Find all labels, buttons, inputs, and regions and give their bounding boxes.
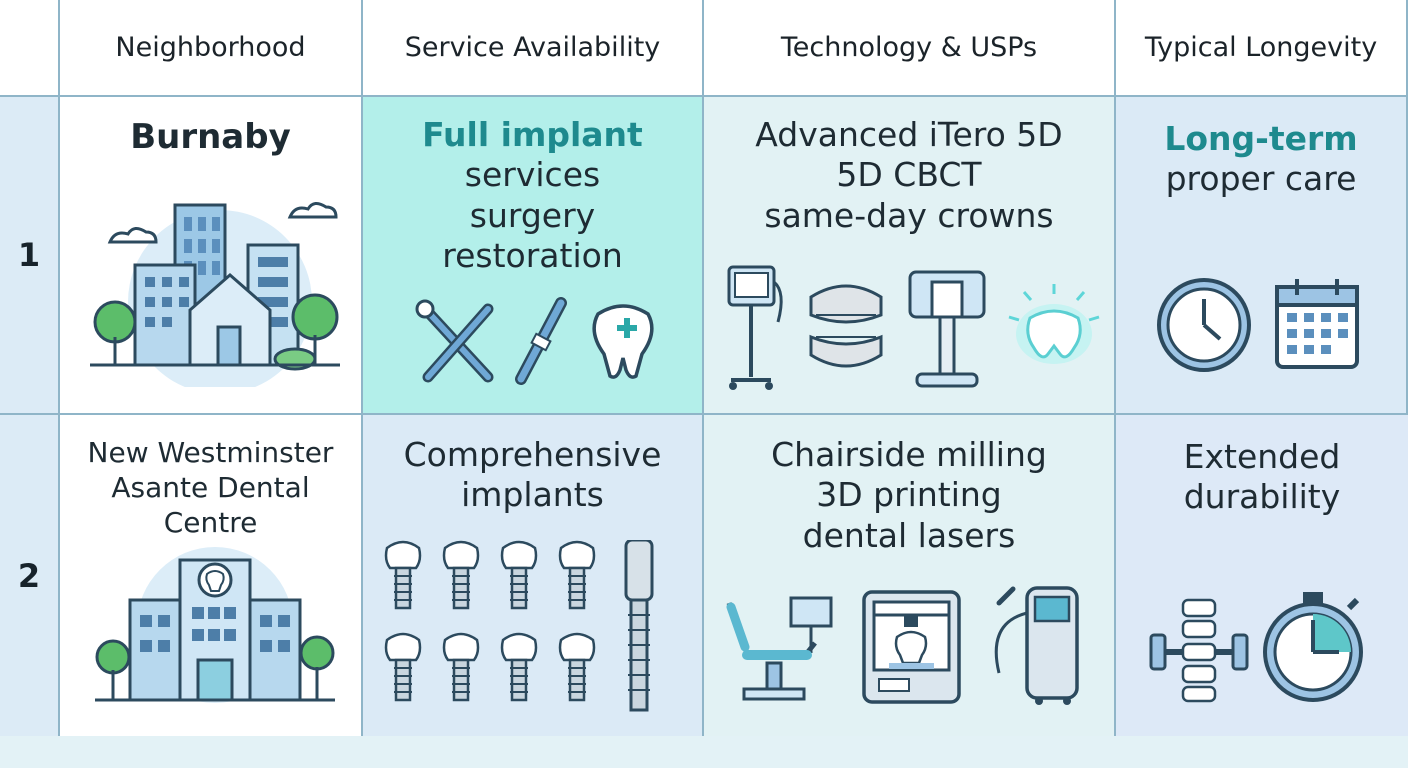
- row2-technology-text: Chairside milling 3D printing dental las…: [771, 435, 1047, 555]
- intraoral-scanner-icon: [727, 265, 783, 390]
- row1-neighborhood-cell: Burnaby: [60, 97, 363, 415]
- row2-technology-cell: Chairside milling 3D printing dental las…: [704, 415, 1116, 736]
- header-neighborhood: Neighborhood: [60, 0, 363, 97]
- header-technology: Technology & USPs: [704, 0, 1116, 97]
- footer-band: [0, 736, 1408, 768]
- row2-neighborhood-text: New Westminster Asante Dental Centre: [87, 436, 334, 539]
- tooth-plus-icon: [592, 304, 654, 379]
- comparison-table: Neighborhood Service Availability Techno…: [0, 0, 1408, 736]
- cbct-scanner-icon: [908, 270, 986, 388]
- header-service-availability: Service Availability: [363, 0, 704, 97]
- clock-icon: [1157, 278, 1251, 372]
- row-number-1: 1: [0, 97, 60, 415]
- row1-longevity-cell: Long-term proper care: [1116, 97, 1408, 415]
- calendar-icon: [1275, 279, 1359, 369]
- row-number-2: 2: [0, 415, 60, 736]
- 3d-printer-icon: [862, 590, 961, 704]
- dental-tools-icon: [415, 299, 494, 383]
- row2-longevity-text: Extended durability: [1183, 437, 1341, 517]
- city-skyline-icon: [90, 202, 340, 387]
- dental-drill-icon: [515, 297, 567, 385]
- row1-neighborhood-text: Burnaby: [130, 117, 291, 157]
- row1-service-text: Full implant services surgery restoratio…: [422, 115, 643, 275]
- row2-service-text: Comprehensive implants: [403, 435, 662, 515]
- dental-clinic-building-icon: [95, 547, 335, 703]
- row1-technology-text: Advanced iTero 5D 5D CBCT same-day crown…: [755, 115, 1063, 235]
- row1-service-cell: Full implant services surgery restoratio…: [363, 97, 704, 415]
- row2-service-cell: Comprehensive implants: [363, 415, 704, 736]
- dental-implant-icon: [384, 540, 654, 712]
- dentures-icon: [809, 284, 883, 368]
- row1-technology-cell: Advanced iTero 5D 5D CBCT same-day crown…: [704, 97, 1116, 415]
- stopwatch-icon: [1263, 592, 1363, 702]
- header-longevity: Typical Longevity: [1116, 0, 1408, 97]
- glowing-tooth-icon: [1008, 284, 1100, 364]
- spine-dumbbell-icon: [1149, 598, 1249, 703]
- dental-laser-icon: [994, 586, 1079, 705]
- row1-longevity-text: Long-term proper care: [1164, 119, 1358, 199]
- row2-neighborhood-cell: New Westminster Asante Dental Centre: [60, 415, 363, 736]
- header-corner: [0, 0, 60, 97]
- dental-chair-icon: [726, 596, 833, 701]
- row2-longevity-cell: Extended durability: [1116, 415, 1408, 736]
